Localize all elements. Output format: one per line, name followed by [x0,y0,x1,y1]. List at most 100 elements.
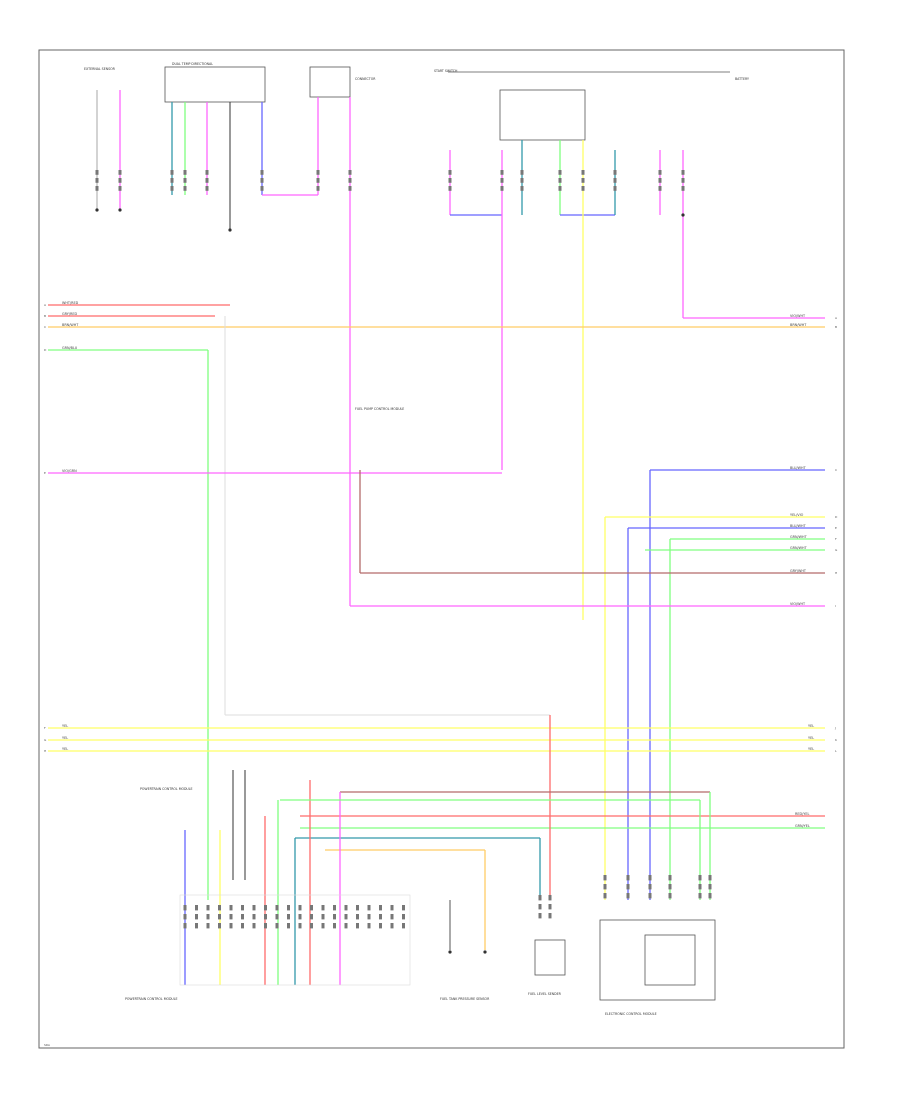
connector-pins [95,170,712,929]
connector-pin [252,914,256,920]
connector-pin [264,905,267,911]
connector-pin [170,178,174,183]
connector-pin [241,905,244,911]
connector-pin [520,170,524,175]
fuel-level-sender-label: FUEL LEVEL SENDER [528,992,562,996]
connector-pin [205,186,209,191]
connector-pin [581,178,585,183]
connector-pin [316,186,320,191]
connector-pin [548,895,552,901]
connector-pin [316,178,320,183]
connector-pin [448,170,452,175]
connector-pin [698,884,702,890]
bus-wires [48,304,825,900]
wire-label-k: VIO/WHT [790,314,806,318]
edge-marker: I [835,604,836,608]
connector-pin [658,186,662,191]
edge-marker: B [835,325,837,329]
fuel-tank-pressure-sensor: FUEL TANK PRESSURE SENSOR [440,997,490,1001]
dual-temp-connector: DUAL TEMP DIRECTIONAL [164,62,266,232]
wire-label-c2: BRN/WHT [790,323,807,327]
connector-pin [402,914,405,920]
connector-pin [333,905,336,911]
connector-pin [603,893,607,899]
connector-pin [367,905,371,911]
connector-pin [448,186,452,191]
connector-pin [218,914,221,920]
connector-pin [298,905,302,911]
connector-pin [287,914,290,920]
connector-pin [118,186,122,191]
connector-pin [626,884,630,890]
connector-pin [538,904,542,910]
connector-pin [195,914,198,920]
connector-pin [603,884,607,890]
connector-pin [298,923,302,929]
start-switch-module: START SWITCH BATTERY [434,69,825,620]
edge-marker: C [44,325,46,329]
connector-pin [448,178,452,183]
wire-label-l2: YEL [62,736,68,740]
wire-label-m: RED/YEL [795,812,809,816]
connector-pin [658,170,662,175]
bottom-feeders [184,770,711,985]
connector-pin [321,914,325,920]
connector-pin [206,923,210,929]
connector-pin [520,178,524,183]
wire-labels-right: VIO/WHT BRN/WHT BLU/WHT YEL/VIO BLU/WHT … [790,314,814,828]
connector-pin [260,170,264,175]
connector-pin [708,875,712,881]
connector-pin [183,914,187,920]
connector-pin [310,914,313,920]
edge-marker: F [44,726,46,730]
fuel-level-sender: FUEL LEVEL SENDER [528,939,566,996]
connector-pin [275,914,279,920]
connector-pin [548,913,552,919]
connector-pin [681,178,685,183]
connector-pin [520,186,524,191]
edge-marker: E [44,471,46,475]
wire-label-l5: YEL [808,736,814,740]
connector-pin [229,905,233,911]
connector-pin [183,178,187,183]
wire-label-i: GRN/WHT [790,546,808,550]
connector-pin [206,914,210,920]
connector-pin [333,914,336,920]
connector-pin [206,905,210,911]
connector-pin [681,170,685,175]
connector-pin [581,186,585,191]
edge-marker: A [44,303,47,307]
edge-marker: J [834,726,836,730]
pcm-upper-label: POWERTRAIN CONTROL MODULE [140,787,193,791]
connector-pin [626,893,630,899]
connector-pin [298,914,302,920]
battery-label: BATTERY [735,77,749,81]
connector-pin [379,923,382,929]
wire-label-f: BLU/WHT [790,466,807,470]
connector-pin [581,170,585,175]
connector-pin [558,178,562,183]
pcm-connector-block: POWERTRAIN CONTROL MODULE POWERTRAIN CON… [125,787,411,1001]
connector-pin [344,914,348,920]
connector-pin [356,923,359,929]
connector-pin [183,186,187,191]
connector-pin [708,893,712,899]
external-sensor: EXTERNAL SENSOR [84,67,122,212]
connector-pin [379,905,382,911]
connector-pin [260,186,264,191]
connector-pin [264,914,267,920]
edge-marker: D [835,515,838,519]
connector-pin [626,875,630,881]
wire-label-l4: YEL [808,724,814,728]
connector-pin [558,186,562,191]
edge-marker: H [44,749,46,753]
connector-pin [264,923,267,929]
connector-pin [500,170,504,175]
connector-pin [668,875,672,881]
connector-pin [252,905,256,911]
start-switch-label: START SWITCH [434,69,458,73]
connector-pin [170,186,174,191]
connector-pin [348,170,352,175]
connector-pin [118,170,122,175]
